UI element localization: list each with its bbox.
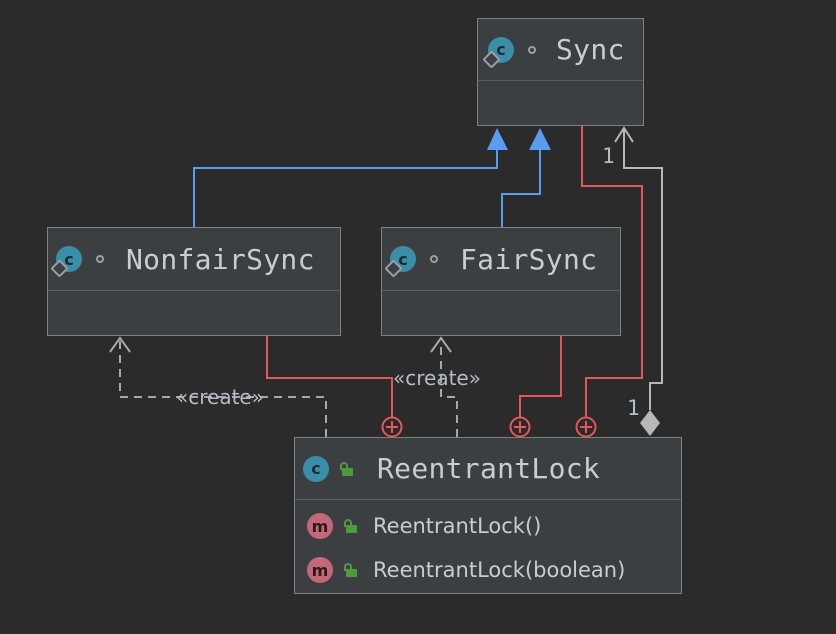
create-dependency-edge-fairsync [440,341,458,437]
abstract-class-icon: c [56,246,82,272]
aggregation-arrowhead [614,126,634,143]
public-lock-icon [343,519,357,533]
package-private-icon [430,255,438,263]
inner-class-marker-nonfairsync [381,416,403,438]
method-signature: ReentrantLock() [373,514,542,538]
inheritance-edge-fairsync [501,136,541,227]
method-row[interactable]: m ReentrantLock(boolean) [295,548,681,592]
multiplicity-label-lock-end: 1 [627,396,640,420]
class-header-reentrantlock: c ReentrantLock [295,438,681,500]
multiplicity-label-sync-end: 1 [602,144,615,168]
inner-class-edge-sync [581,126,643,417]
method-row[interactable]: m ReentrantLock() [295,504,681,548]
inheritance-arrowhead-fairsync [529,128,551,150]
package-private-icon [528,45,536,54]
create-dependency-arrowhead-nonfairsync [109,336,131,353]
class-members-reentrantlock: m ReentrantLock() m ReentrantLock(boolea… [295,500,681,592]
class-name-nonfairsync: NonfairSync [126,242,315,276]
inner-class-marker-fairsync [509,416,531,438]
class-name-reentrantlock: ReentrantLock [377,452,601,485]
inner-class-edge-fairsync [519,336,562,417]
class-header-sync: c Sync [478,19,643,81]
method-signature: ReentrantLock(boolean) [373,558,626,582]
public-lock-icon [343,563,357,577]
class-node-sync[interactable]: c Sync [477,18,644,126]
class-node-reentrantlock[interactable]: c ReentrantLock m ReentrantLock() m Reen… [294,437,682,594]
class-name-sync: Sync [556,33,625,66]
create-dependency-edge-nonfairsync [119,341,327,437]
class-node-nonfairsync[interactable]: c NonfairSync [47,227,341,336]
class-icon: c [303,455,329,482]
class-header-nonfairsync: c NonfairSync [48,228,340,291]
create-label-nonfairsync: «create» [176,385,264,409]
create-dependency-arrowhead-fairsync [430,336,452,353]
public-lock-icon [339,461,353,476]
inheritance-edge-nonfairsync [193,136,498,227]
aggregation-edge [623,128,663,410]
inheritance-arrowhead-nonfairsync [487,128,508,150]
class-node-fairsync[interactable]: c FairSync [381,227,621,336]
inner-class-edge-nonfairsync [266,336,393,417]
class-header-fairsync: c FairSync [382,228,620,291]
aggregation-diamond [640,410,660,436]
abstract-class-icon: c [390,246,416,272]
method-icon: m [307,513,333,539]
package-private-icon [96,255,104,263]
abstract-class-icon: c [488,36,514,63]
class-name-fairsync: FairSync [460,242,598,276]
create-label-fairsync: «create» [393,366,481,390]
inner-class-marker-sync [575,416,597,438]
method-icon: m [307,557,333,583]
